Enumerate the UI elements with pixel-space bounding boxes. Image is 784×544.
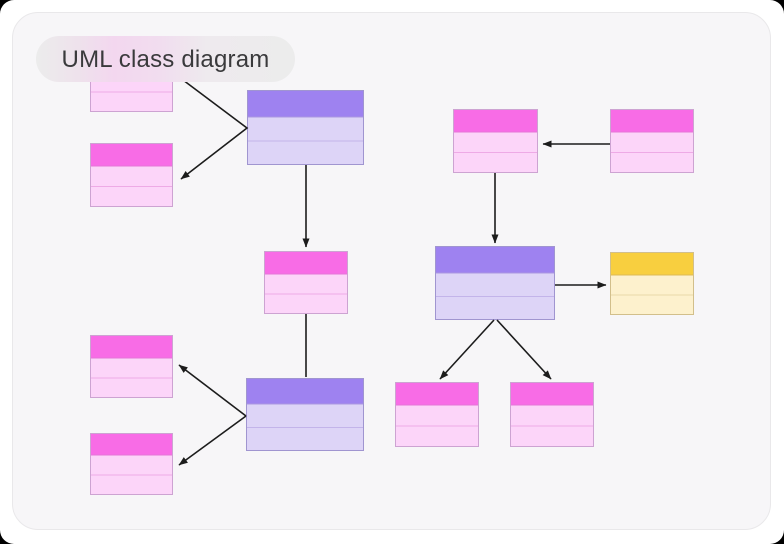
diagram-title: UML class diagram xyxy=(62,46,270,73)
edge-topleft-to-purple-to-left[interactable] xyxy=(180,79,249,180)
class-nodes-layer xyxy=(90,50,694,495)
class-node-purple-right[interactable] xyxy=(435,246,555,320)
class-node-pink-top-right-2[interactable] xyxy=(610,109,694,173)
diagram-label-pill[interactable]: UML class diagram xyxy=(36,36,295,82)
class-node-pink-bottom-left-2[interactable] xyxy=(90,433,173,495)
class-node-purple-bottom[interactable] xyxy=(246,378,364,451)
connectors-layer xyxy=(178,79,610,466)
edge-purpleright-to-bottom2[interactable] xyxy=(496,319,552,380)
class-node-purple-top[interactable] xyxy=(247,90,364,165)
class-node-pink-bottom-right-1[interactable] xyxy=(395,382,479,447)
edge-purplebottom-to-left1[interactable] xyxy=(178,364,247,417)
class-node-pink-left[interactable] xyxy=(90,143,173,207)
edge-purpleright-to-bottom1[interactable] xyxy=(439,319,495,380)
class-node-pink-center[interactable] xyxy=(264,251,348,314)
class-node-pink-bottom-right-2[interactable] xyxy=(510,382,594,447)
class-node-yellow-right[interactable] xyxy=(610,252,694,315)
label-pill-background xyxy=(36,36,295,82)
edge-purplebottom-to-left2[interactable] xyxy=(178,415,247,466)
class-node-pink-top-right-1[interactable] xyxy=(453,109,538,173)
class-node-pink-bottom-left-1[interactable] xyxy=(90,335,173,398)
